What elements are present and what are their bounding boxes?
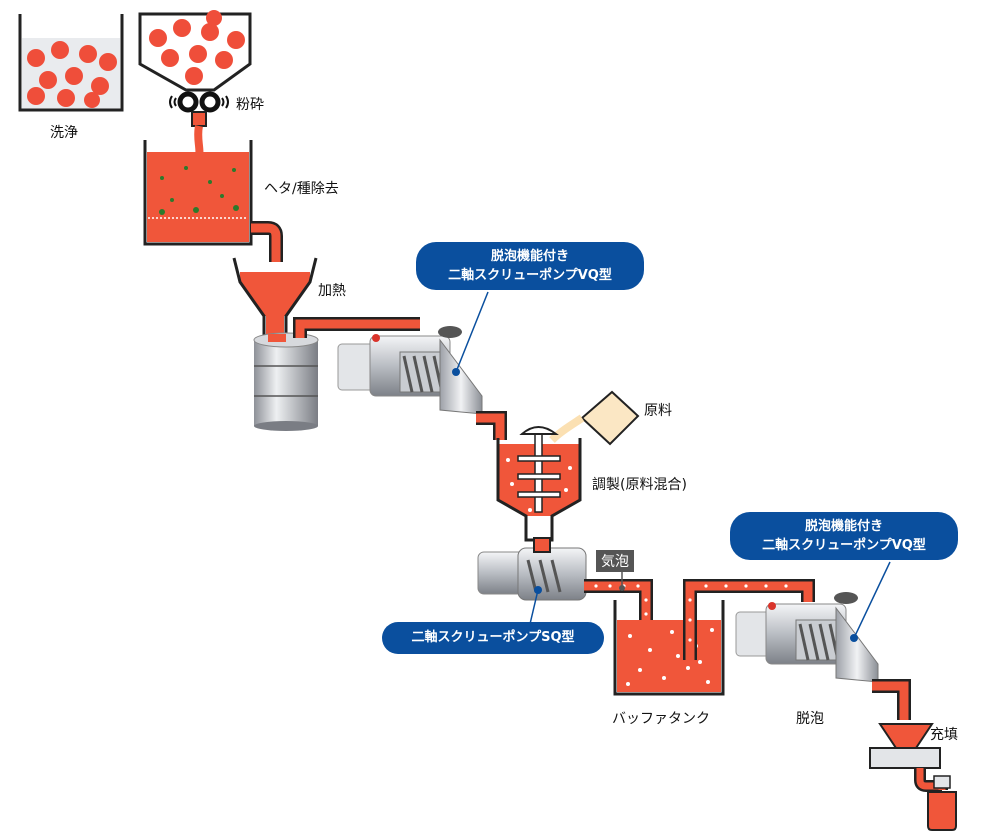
label-wash: 洗浄	[50, 125, 78, 141]
crusher-hopper	[138, 10, 252, 162]
bubbles-tag: 気泡	[596, 550, 634, 572]
wash-tank	[18, 14, 124, 112]
callout-vq-pump-top: 脱泡機能付き 二軸スクリューポンプVQ型	[416, 242, 644, 290]
bottle	[927, 775, 957, 831]
callout-sq-pump: 二軸スクリューポンプSQ型	[382, 622, 604, 654]
bubbles-in-pipe	[594, 584, 648, 616]
tomatoes-in-wash	[27, 41, 117, 108]
crusher-rollers	[169, 91, 229, 113]
callout-vq-top-line2: 二軸スクリューポンプVQ型	[448, 268, 612, 283]
tomatoes-in-hopper	[149, 10, 245, 85]
seed-removal-tank	[143, 140, 283, 262]
label-blending: 調製(原料混合)	[592, 477, 687, 493]
blending-tank	[496, 426, 582, 542]
label-filling: 充填	[930, 727, 958, 743]
label-raw-material: 原料	[644, 403, 672, 419]
label-crush: 粉砕	[236, 97, 264, 113]
callout-vq-pump-bottom: 脱泡機能付き 二軸スクリューポンプVQ型	[730, 512, 958, 560]
label-buffer-tank: バッファタンク	[612, 711, 710, 727]
label-heating: 加熱	[318, 283, 346, 299]
vq-pump-bottom	[735, 561, 911, 720]
callout-sq-line1: 二軸スクリューポンプSQ型	[411, 630, 575, 645]
callout-vq-bottom-line1: 脱泡機能付き	[804, 519, 883, 534]
filling-station	[869, 723, 957, 831]
raw-material-bag	[549, 390, 640, 446]
vq-pump-top	[337, 291, 507, 440]
callout-vq-top-line1: 脱泡機能付き	[490, 249, 569, 264]
sq-pump	[477, 537, 587, 625]
callout-vq-bottom-line2: 二軸スクリューポンプVQ型	[762, 538, 926, 553]
buffer-tank	[613, 579, 815, 696]
label-seed-removal: ヘタ/種除去	[264, 181, 339, 197]
label-deaeration: 脱泡	[796, 711, 824, 727]
heating-drum	[253, 317, 420, 431]
